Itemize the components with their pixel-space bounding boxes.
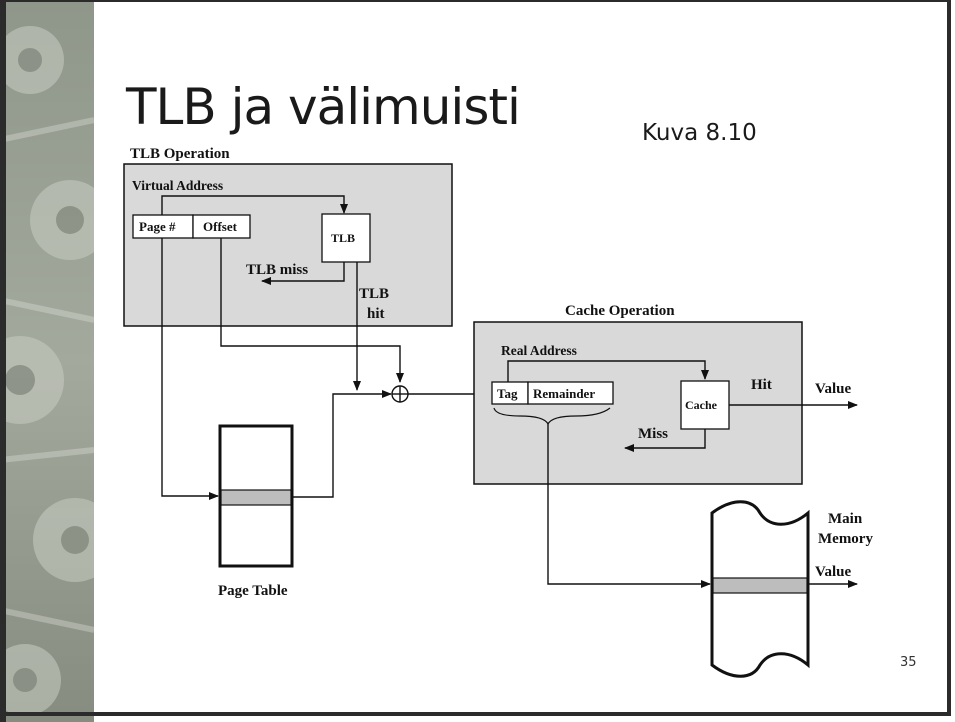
tag-label: Tag [497, 386, 518, 401]
main-memory-label-line1: Main [828, 511, 863, 527]
real-address-label: Real Address [501, 343, 577, 358]
page-table-to-adder-arrow [292, 394, 391, 497]
tlb-box-label: TLB [331, 231, 355, 245]
address-adder-icon [392, 386, 408, 402]
tlb-operation-heading: TLB Operation [130, 146, 230, 162]
page-table-entry [221, 490, 291, 505]
remainder-label: Remainder [533, 386, 595, 401]
cache-value-label: Value [815, 381, 851, 397]
page-table-label: Page Table [218, 583, 288, 599]
slide-number: 35 [900, 655, 917, 670]
offset-label: Offset [203, 219, 238, 234]
tlb-hit-label-line2: hit [367, 306, 385, 322]
tlb-miss-label: TLB miss [246, 262, 308, 278]
cache-operation-heading: Cache Operation [565, 303, 675, 319]
virtual-address-label: Virtual Address [132, 178, 223, 193]
main-memory-entry [713, 578, 807, 593]
hit-label: Hit [751, 377, 772, 393]
tlb-hit-label-line1: TLB [359, 286, 389, 302]
cache-box-label: Cache [685, 398, 718, 412]
page-number-label: Page # [139, 219, 176, 234]
main-memory-value-label: Value [815, 564, 851, 580]
main-memory-label-line2: Memory [818, 531, 873, 547]
miss-label: Miss [638, 426, 668, 442]
